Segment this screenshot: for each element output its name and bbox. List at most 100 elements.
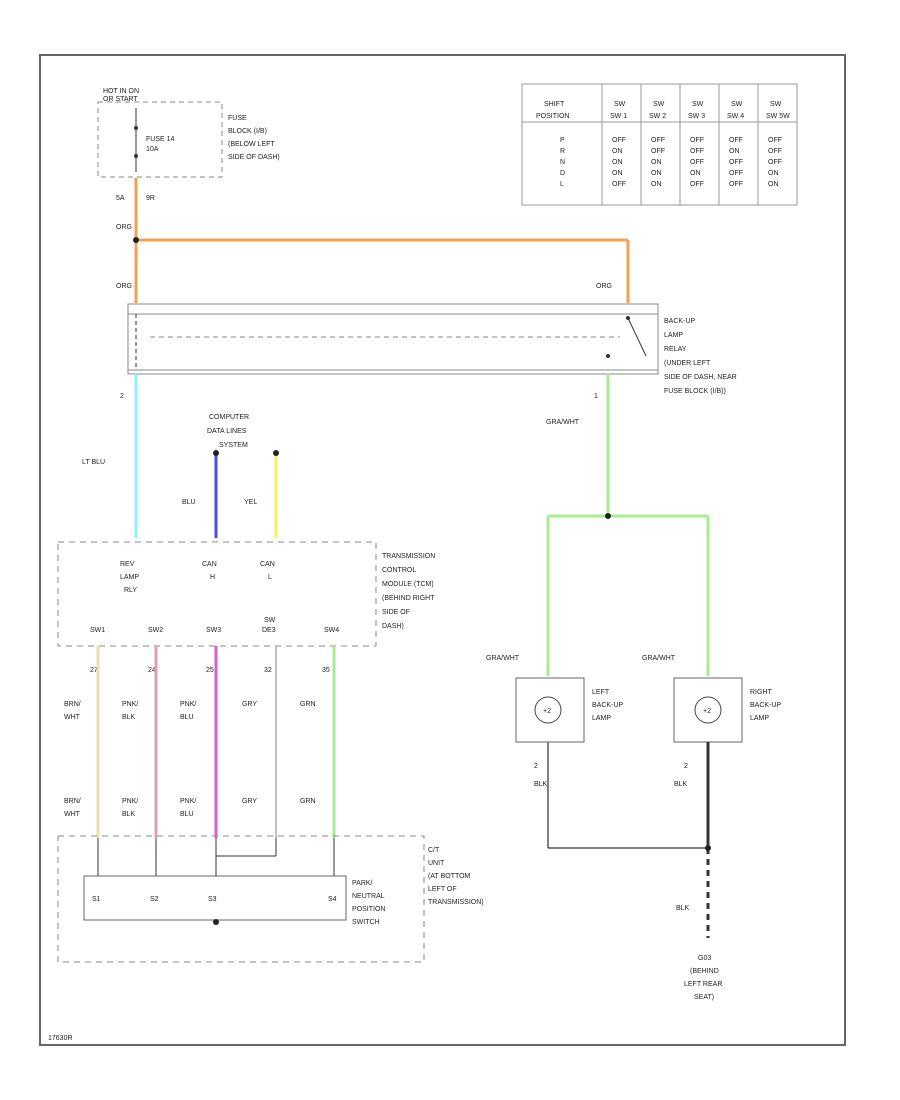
tcm-pin-num-1: 27 [90,667,98,674]
table-col-subheader: SW 1 [610,113,627,120]
diagram-frame [39,54,846,1046]
tcm-box [57,541,377,647]
table-cell: ON [729,148,740,155]
tcm-term-rev-1: REV [120,561,135,568]
switch-location-2: UNIT [428,860,445,867]
table-cell: OFF [729,170,743,177]
tcm-term-canl-1: CAN [260,561,275,568]
tcm-sw-pin-1: SW1 [90,627,105,634]
wire-label-pnk-blk-2b: BLK [122,811,136,818]
table-row-label: N [560,159,565,166]
wire-label-org-3: ORG [596,283,612,290]
hot-label-1: HOT IN ON [103,88,139,95]
relay-label-4: (UNDER LEFT [664,360,711,367]
wire-label-gry-1: GRY [242,701,257,708]
table-cell: ON [768,181,779,188]
wire-label-pnk-blu-2a: PNK/ [180,798,196,805]
left-lamp-label-2: BACK-UP [592,702,623,709]
ground-label-2: LEFT REAR [684,981,722,988]
ground-id: G03 [698,955,711,962]
tcm-label-6: DASH) [382,623,404,630]
wire-label-blu: BLU [182,499,196,506]
fuse-pin-a: 5A [116,195,125,202]
wire-label-grn-2: GRN [300,798,316,805]
wire-label-gry-2: GRY [242,798,257,805]
svg-text:+2: +2 [703,708,711,715]
tcm-label-4: (BEHIND RIGHT [382,595,435,602]
table-col-header: SW [731,101,743,108]
relay-label-1: BACK-UP [664,318,695,325]
table-cell: ON [768,170,779,177]
table-col-subheader: SW 2 [649,113,666,120]
table-cell: OFF [690,159,704,166]
switch-contact-s1: S1 [92,896,101,903]
right-lamp-bulb-icon [694,696,722,724]
wire-label-gra-wht-left: GRA/WHT [486,655,520,662]
table-cell: OFF [612,181,626,188]
table-cell: OFF [690,181,704,188]
tcm-sw-pin-5: SW4 [324,627,339,634]
svg-text:+2: +2 [543,708,551,715]
left-lamp-box [515,677,585,743]
table-col-subheader: SW 4 [727,113,744,120]
left-lamp-label-1: LEFT [592,689,610,696]
right-lamp-label-2: BACK-UP [750,702,781,709]
tcm-term-canh-1: CAN [202,561,217,568]
splice-dot-lamps [605,513,611,519]
wire-label-brn-wht-2a: BRN/ [64,798,81,805]
wire-label-gra-wht-main: GRA/WHT [546,419,580,426]
table-row-label: D [560,170,565,177]
tcm-term-rev-2: LAMP [120,574,139,581]
wire-label-pnk-blk-1a: PNK/ [122,701,138,708]
wire-label-brn-wht-1a: BRN/ [64,701,81,708]
fuse-rating: 10A [146,146,159,153]
computer-data-lines-1: COMPUTER [209,414,249,421]
wire-label-org-1: ORG [116,224,132,231]
fuse-location-2: BLOCK (I/B) [228,128,267,135]
table-cell: ON [690,170,701,177]
table-cell: OFF [729,159,743,166]
table-cell: ON [612,148,623,155]
tcm-term-canl-2: L [268,574,272,581]
table-col-header: SW [653,101,665,108]
table-cell: ON [612,159,623,166]
switch-location-4: LEFT OF [428,886,457,893]
relay-label-5: SIDE OF DASH, NEAR [664,374,737,381]
wire-label-blk-right: BLK [674,781,688,788]
tcm-term-rev-3: RLY [124,587,137,594]
table-cell: OFF [768,148,782,155]
computer-data-lines-2: DATA LINES [207,428,247,435]
fuse-label: FUSE 14 [146,136,175,143]
wire-label-pnk-blk-2a: PNK/ [122,798,138,805]
splice-dot [133,237,139,243]
wire-label-brn-wht-1b: WHT [64,714,81,721]
table-col-header: SW [770,101,782,108]
table-col-subheader: SW 3 [688,113,705,120]
table-cell: OFF [768,137,782,144]
right-lamp-label-3: LAMP [750,715,769,722]
table-cell: OFF [651,148,665,155]
table-cell: ON [651,181,662,188]
table-col-header: SW [614,101,626,108]
switch-contact-s4: S4 [328,896,337,903]
table-header-shift: SHIFT [544,101,565,108]
table-cell: ON [651,170,662,177]
relay-label-2: LAMP [664,332,683,339]
fuse-location-1: FUSE [228,115,247,122]
tcm-label-1: TRANSMISSION [382,553,435,560]
tcm-term-canh-2: H [210,574,215,581]
switch-location-1: C/T [428,847,440,854]
wire-label-pnk-blu-2b: BLU [180,811,194,818]
table-cell: OFF [651,137,665,144]
footer-id: 17630R [48,1035,73,1042]
tcm-label-2: CONTROL [382,567,416,574]
switch-ground-dot [213,919,219,925]
relay-pin-left: 2 [120,393,124,400]
table-cell: OFF [729,137,743,144]
tcm-label-5: SIDE OF [382,609,410,616]
table-cell: OFF [612,137,626,144]
table-cell: ON [651,159,662,166]
switch-name-1: PARK/ [352,880,373,887]
